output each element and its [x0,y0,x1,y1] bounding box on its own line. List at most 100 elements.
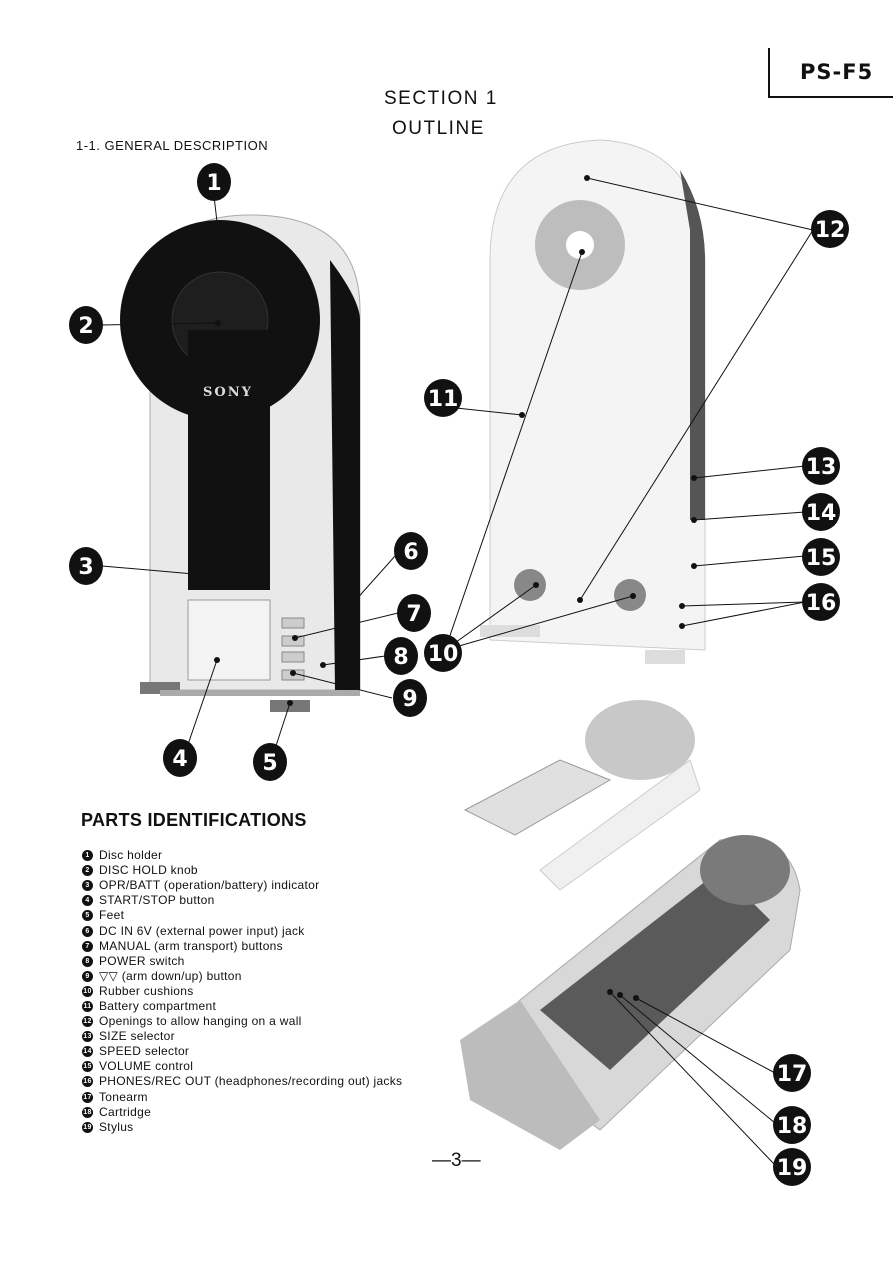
svg-text:18: 18 [777,1114,808,1139]
callout-5: 5 [253,743,287,781]
callout-18: 18 [773,1106,811,1144]
number-badge: 18 [82,1106,93,1118]
leader-dots [214,175,697,1001]
callout-7: 7 [397,594,431,632]
opened-view-player [460,700,801,1150]
svg-text:13: 13 [806,455,837,480]
svg-text:14: 14 [806,501,837,526]
outline-title: OUTLINE [392,118,485,139]
parts-heading: PARTS IDENTIFICATIONS [81,810,307,830]
part-label: Battery compartment [99,998,217,1013]
svg-text:12: 12 [815,218,846,243]
svg-text:3: 3 [78,555,93,580]
callout-14: 14 [802,493,840,531]
number-badge: 7 [82,940,93,952]
list-item: 8 POWER switch [82,954,402,969]
list-item: 13 SIZE selector [82,1029,402,1044]
part-label: DC IN 6V (external power input) jack [99,923,305,938]
number-badge: 16 [82,1076,93,1088]
list-item: 12 Openings to allow hanging on a wall [82,1014,402,1029]
number-badge: 17 [82,1091,93,1103]
list-item: 16 PHONES/REC OUT (headphones/recording o… [82,1074,402,1089]
svg-text:9: 9 [402,687,417,712]
list-item: 7 MANUAL (arm transport) buttons [82,939,402,954]
part-label: ▽▽ (arm down/up) button [99,968,242,983]
part-label: MANUAL (arm transport) buttons [99,938,283,953]
part-label: Openings to allow hanging on a wall [99,1014,302,1029]
callout-12: 12 [811,210,849,248]
part-label: POWER switch [99,953,185,968]
model-box [768,48,893,98]
number-badge: 6 [82,925,93,937]
list-item: 18 Cartridge [82,1105,402,1120]
list-item: 1 Disc holder [82,848,402,863]
number-badge: 3 [82,880,93,892]
callout-15: 15 [802,538,840,576]
svg-text:19: 19 [777,1156,808,1181]
number-badge: 15 [82,1061,93,1073]
svg-text:2: 2 [78,314,93,339]
section-title: SECTION 1 [384,88,498,109]
list-item: 9 ▽▽ (arm down/up) button [82,969,402,984]
callout-4: 4 [163,739,197,777]
part-label: SPEED selector [99,1044,190,1059]
part-label: VOLUME control [99,1059,194,1074]
leader-lines [101,177,814,1166]
callout-13: 13 [802,447,840,485]
callout-1: 1 [197,163,231,201]
svg-text:4: 4 [172,747,187,772]
number-badge: 5 [82,910,93,922]
number-badge: 1 [82,850,93,862]
list-item: 3 OPR/BATT (operation/battery) indicator [82,878,402,893]
callout-3: 3 [69,547,103,585]
callout-2: 2 [69,306,103,344]
svg-text:17: 17 [777,1062,808,1087]
part-label: Cartridge [99,1104,152,1119]
part-label: DISC HOLD knob [99,863,198,878]
list-item: 6 DC IN 6V (external power input) jack [82,923,402,938]
list-item: 17 Tonearm [82,1090,402,1105]
number-badge: 9 [82,970,93,982]
callout-16: 16 [802,583,840,621]
svg-text:5: 5 [262,751,277,776]
svg-text:7: 7 [406,602,421,627]
number-badge: 13 [82,1031,93,1043]
rear-view-player [480,139,706,664]
number-badge: 8 [82,955,93,967]
callout-17: 17 [773,1054,811,1092]
list-item: 15 VOLUME control [82,1059,402,1074]
svg-text:1: 1 [206,171,221,196]
front-view-player: SONY [120,214,361,712]
svg-text:16: 16 [806,591,837,616]
list-item: 5 Feet [82,908,402,923]
part-label: Feet [99,908,125,923]
part-label: Disc holder [99,848,163,863]
number-badge: 4 [82,895,93,907]
svg-text:15: 15 [806,546,837,571]
list-item: 19 Stylus [82,1120,402,1135]
callout-9: 9 [393,679,427,717]
brand-logo: SONY [203,385,253,400]
part-label: PHONES/REC OUT (headphones/recording out… [99,1074,403,1089]
number-badge: 12 [82,1016,93,1028]
model-number: PS-F5 [800,60,874,84]
number-badge: 10 [82,985,93,997]
callout-6: 6 [394,532,428,570]
callout-11: 11 [424,379,462,417]
callout-10: 10 [424,634,462,672]
callout-8: 8 [384,637,418,675]
part-label: Tonearm [99,1089,148,1104]
part-label: Stylus [99,1119,134,1134]
number-badge: 19 [82,1121,93,1133]
list-item: 4 START/STOP button [82,893,402,908]
part-label: SIZE selector [99,1029,175,1044]
part-label: OPR/BATT (operation/battery) indicator [99,878,320,893]
part-label: START/STOP button [99,893,215,908]
svg-text:10: 10 [428,642,459,667]
